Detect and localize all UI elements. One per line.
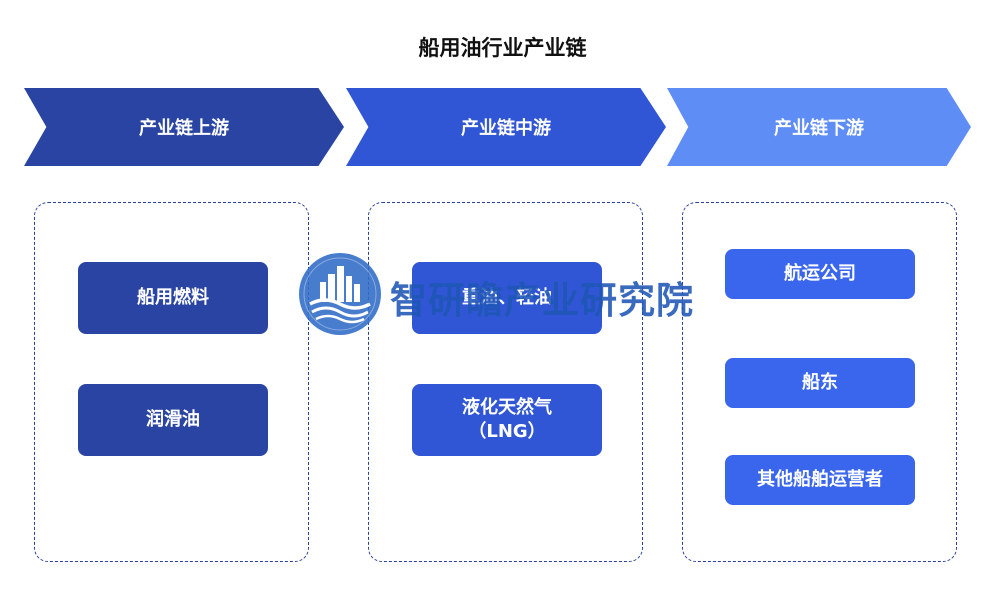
diagram-title: 船用油行业产业链 [418, 36, 587, 60]
stage-downstream-label: 产业链下游 [774, 118, 864, 139]
downstream-item: 航运公司 [725, 249, 915, 299]
downstream-panel: 航运公司 船东 其他船舶运营者 [682, 202, 957, 562]
downstream-item: 其他船舶运营者 [725, 455, 915, 505]
upstream-item: 润滑油 [78, 384, 268, 456]
upstream-item: 船用燃料 [78, 262, 268, 334]
midstream-panel: 重油、轻油 液化天然气 （LNG） [368, 202, 643, 562]
midstream-item: 液化天然气 （LNG） [412, 384, 602, 456]
upstream-panel: 船用燃料 润滑油 [34, 202, 309, 562]
stage-upstream-label: 产业链上游 [139, 118, 229, 139]
downstream-item: 船东 [725, 358, 915, 408]
midstream-item: 重油、轻油 [412, 262, 602, 334]
stage-midstream-arrow: 产业链中游 [346, 88, 666, 166]
stage-midstream-label: 产业链中游 [461, 118, 551, 139]
stage-upstream-arrow: 产业链上游 [24, 88, 344, 166]
stage-downstream-arrow: 产业链下游 [667, 88, 971, 166]
